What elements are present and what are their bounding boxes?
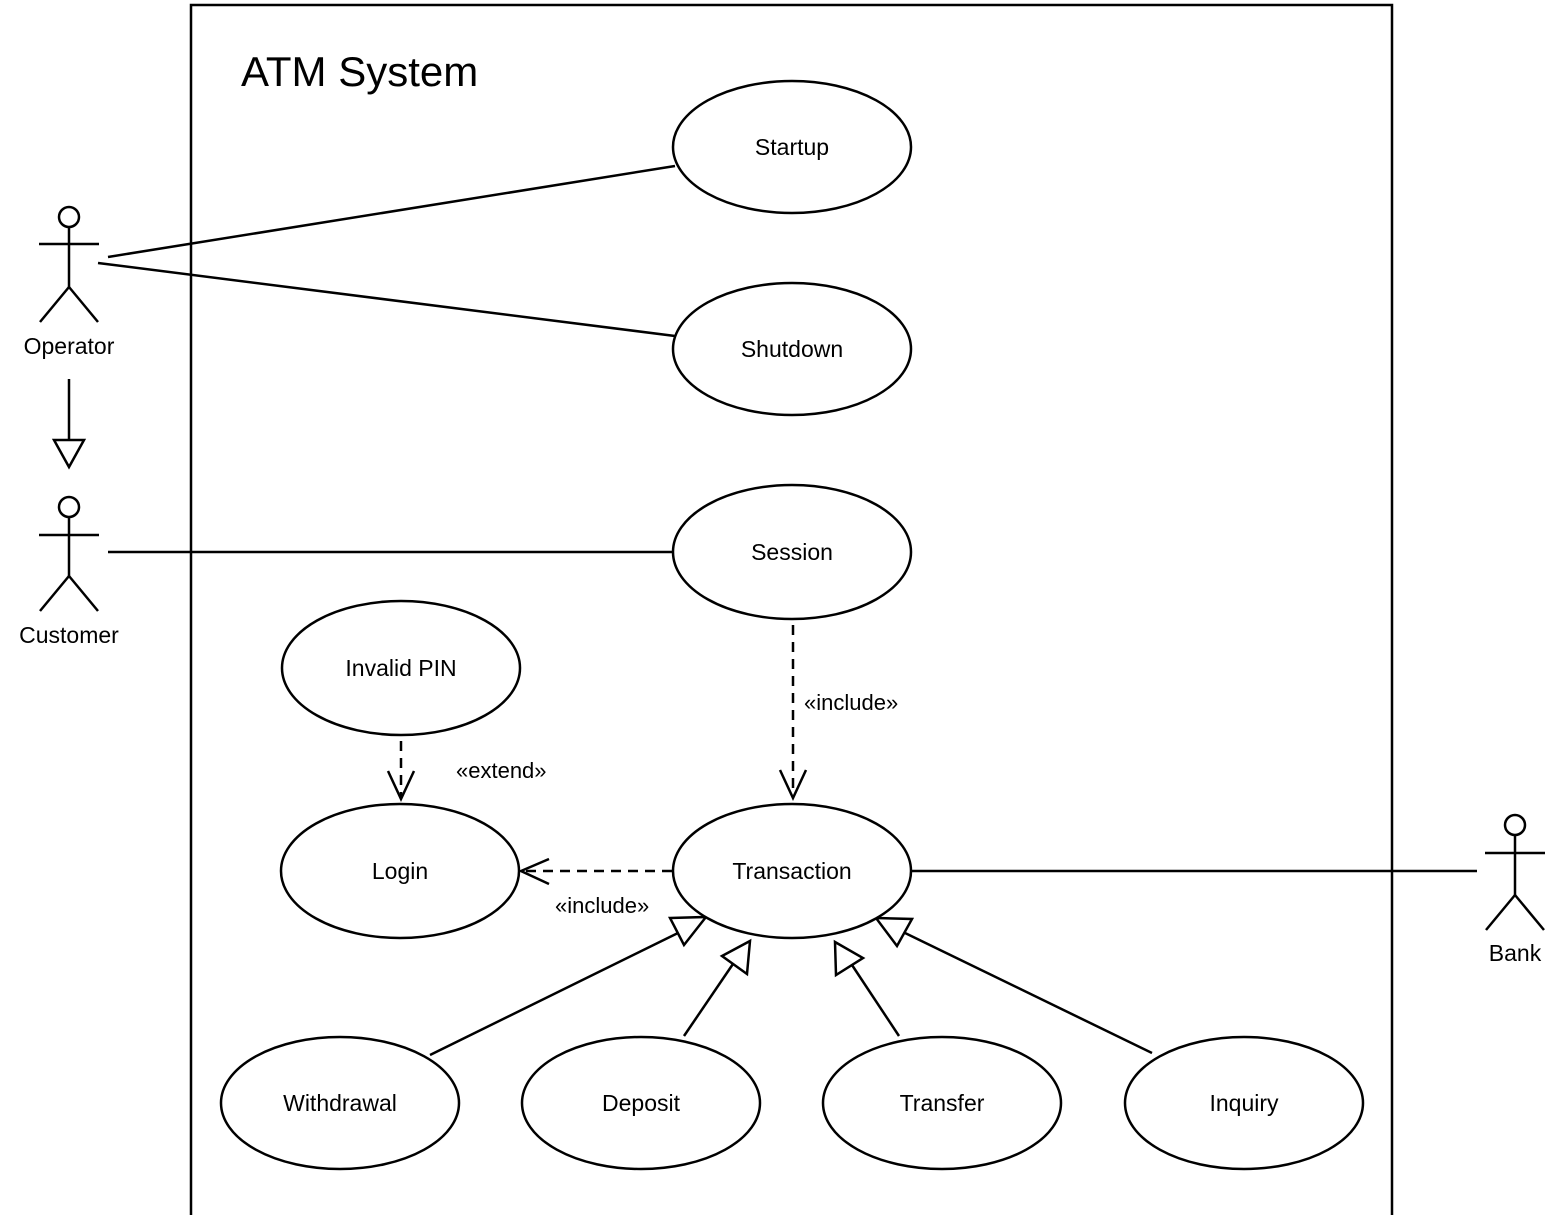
use-case-label: Startup — [755, 134, 829, 160]
use-case-transfer: Transfer — [821, 1035, 1063, 1171]
open-arrowhead — [386, 770, 416, 802]
stick-figure-icon — [1485, 813, 1545, 931]
use-case-withdrawal: Withdrawal — [219, 1035, 461, 1171]
use-case-label: Withdrawal — [283, 1090, 397, 1116]
system-title: ATM System — [241, 48, 478, 95]
extend-label: «extend» — [456, 758, 547, 783]
transaction-login-include: «include» — [517, 857, 672, 918]
use-case-label: Shutdown — [741, 336, 843, 362]
use-case-label: Invalid PIN — [345, 655, 456, 681]
actor-label: Customer — [19, 622, 119, 648]
actor-bank: Bank — [1485, 813, 1545, 966]
generalization-arrowhead — [667, 915, 709, 948]
generalization-arrowhead — [873, 916, 915, 949]
deposit-generalization — [682, 960, 737, 1037]
use-case-transaction: Transaction — [671, 802, 913, 940]
include-label: «include» — [804, 690, 898, 715]
invalid-pin-login-extend: «extend» — [386, 741, 547, 802]
operator-shutdown-association — [97, 261, 676, 338]
use-case-label: Transfer — [900, 1090, 985, 1116]
use-case-inquiry: Inquiry — [1123, 1035, 1365, 1171]
transfer-generalization — [848, 961, 901, 1037]
use-case-shutdown: Shutdown — [671, 281, 913, 417]
use-case-session: Session — [671, 483, 913, 621]
generalization-arrowhead — [51, 438, 87, 470]
use-case-startup: Startup — [671, 79, 913, 215]
stick-figure-icon — [39, 205, 99, 323]
generalization-arrowhead — [833, 939, 866, 978]
operator-startup-association — [107, 164, 676, 259]
actor-label: Operator — [24, 333, 115, 359]
inquiry-generalization — [902, 930, 1153, 1055]
actor-customer: Customer — [19, 495, 119, 648]
use-case-deposit: Deposit — [520, 1035, 762, 1171]
use-case-label: Session — [751, 539, 833, 565]
session-transaction-include: «include» — [778, 625, 898, 801]
transaction-specializations — [429, 915, 1153, 1057]
use-case-label: Inquiry — [1209, 1090, 1279, 1116]
stick-figure-icon — [39, 495, 99, 612]
include-label: «include» — [555, 893, 649, 918]
actor-label: Bank — [1489, 940, 1542, 966]
use-case-label: Transaction — [732, 858, 851, 884]
use-case-label: Deposit — [602, 1090, 681, 1116]
use-case-login: Login — [279, 802, 521, 940]
withdrawal-generalization — [429, 930, 681, 1057]
open-arrowhead — [778, 769, 808, 801]
system-boundary: ATM System — [189, 3, 1394, 1215]
operator-customer-generalization — [51, 379, 87, 470]
open-arrowhead — [517, 857, 550, 886]
use-case-label: Login — [372, 858, 428, 884]
associations — [97, 164, 1477, 873]
generalization-arrowhead — [719, 938, 752, 977]
actor-operator: Operator — [24, 205, 115, 359]
use-case-invalid-pin: Invalid PIN — [280, 599, 522, 737]
